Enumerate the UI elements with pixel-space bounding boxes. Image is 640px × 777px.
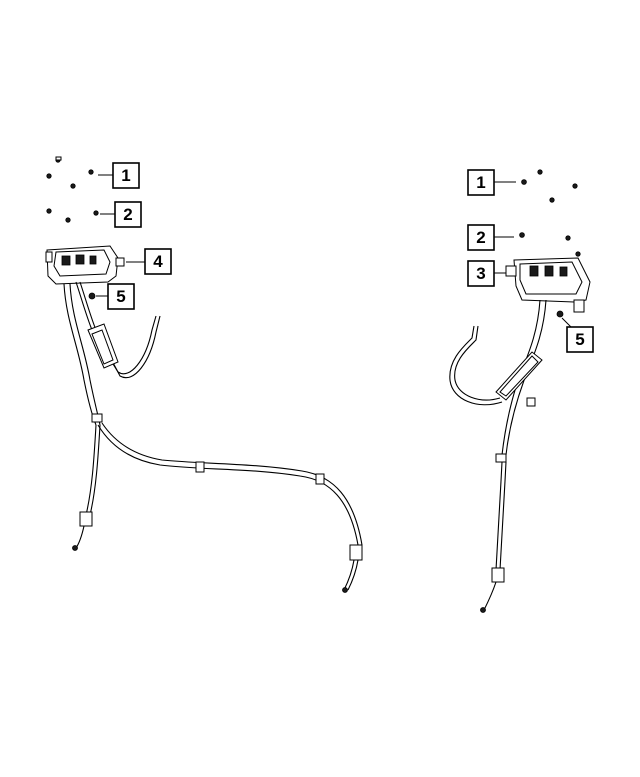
callout-left-2-label: 2 xyxy=(123,205,132,224)
callout-left-4-label: 4 xyxy=(153,252,163,271)
right-grommet-item-5 xyxy=(556,310,564,318)
right-fasteners-item-1 xyxy=(521,169,578,203)
right-assembly: 1 2 3 5 xyxy=(449,169,594,613)
callout-right-5: 5 xyxy=(561,317,594,353)
callout-right-2-label: 2 xyxy=(476,228,485,247)
callout-left-1: 1 xyxy=(98,162,140,189)
callout-right-3: 3 xyxy=(467,260,506,287)
left-assembly: 1 2 4 5 xyxy=(45,156,363,593)
right-wiring-harness xyxy=(449,299,547,613)
callout-right-2: 2 xyxy=(467,224,514,251)
callout-right-1-label: 1 xyxy=(476,173,485,192)
left-wiring-harness xyxy=(63,281,363,593)
left-fasteners-item-2 xyxy=(46,208,99,223)
left-grommet-item-5 xyxy=(88,292,96,300)
callout-right-1: 1 xyxy=(467,169,516,196)
left-door-handle-module xyxy=(45,245,125,285)
callout-left-2: 2 xyxy=(100,201,142,228)
callout-left-1-label: 1 xyxy=(121,166,130,185)
callout-left-5-label: 5 xyxy=(116,287,125,306)
right-fasteners-item-2 xyxy=(519,232,581,257)
callout-left-5: 5 xyxy=(96,283,135,310)
left-fasteners-item-1 xyxy=(46,156,94,189)
callout-right-3-label: 3 xyxy=(476,264,485,283)
right-door-handle-module xyxy=(505,257,591,313)
callout-left-4: 4 xyxy=(126,248,172,275)
callout-right-5-label: 5 xyxy=(575,330,584,349)
